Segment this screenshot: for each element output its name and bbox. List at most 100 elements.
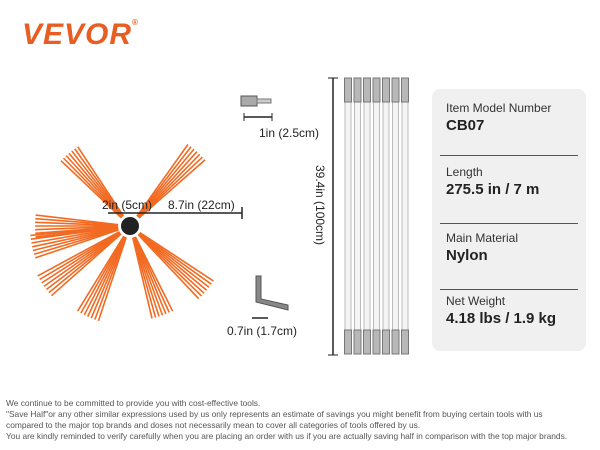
bristle xyxy=(133,237,164,316)
bristle xyxy=(77,146,125,217)
bristle xyxy=(34,229,119,259)
rod-connector xyxy=(363,77,371,103)
rod xyxy=(373,77,380,355)
bristle xyxy=(62,157,123,218)
rod-connector xyxy=(372,329,381,355)
rod xyxy=(363,77,371,355)
rod xyxy=(344,77,352,355)
rod-connector xyxy=(391,77,400,103)
rod-connector xyxy=(353,329,362,355)
spec-value: 4.18 lbs / 1.9 kg xyxy=(446,310,557,327)
bristle xyxy=(138,159,206,219)
rod-connector xyxy=(363,329,371,355)
bristle xyxy=(35,217,119,226)
rod-connector xyxy=(401,329,409,355)
spec-weight: Net Weight 4.18 lbs / 1.9 kg xyxy=(446,294,576,327)
rod-connector xyxy=(401,77,409,103)
bristle xyxy=(39,231,121,281)
rod-connector xyxy=(372,77,381,103)
bristle xyxy=(71,150,124,218)
bristle xyxy=(41,231,121,284)
spec-length: Length 275.5 in / 7 m xyxy=(446,165,576,198)
bristle xyxy=(30,226,119,237)
rod xyxy=(401,77,409,355)
divider xyxy=(440,155,578,156)
bristle-dimension-label: 8.7in (22cm) xyxy=(168,198,235,212)
bristle xyxy=(37,231,120,277)
bristle xyxy=(138,233,208,291)
spec-value: CB07 xyxy=(446,117,485,134)
rod-connector xyxy=(382,329,390,355)
bristle xyxy=(137,151,198,218)
bristle xyxy=(132,237,160,317)
disclaimer-line: You are kindly reminded to verify carefu… xyxy=(6,431,568,441)
bristle xyxy=(97,237,127,322)
bristle xyxy=(87,236,126,317)
bristle xyxy=(80,236,125,314)
bristle xyxy=(132,237,157,318)
adapter-icon xyxy=(240,95,273,121)
rod-length-label: 39.4in (100cm) xyxy=(313,165,327,246)
bristle xyxy=(68,152,123,218)
hub-dimension-label: 2in (5cm) xyxy=(102,198,153,212)
bristle xyxy=(35,225,119,231)
registered-mark: ® xyxy=(132,18,139,27)
bristle xyxy=(35,221,119,227)
bristle xyxy=(60,160,122,219)
bristle xyxy=(139,231,214,282)
bristle xyxy=(30,226,119,241)
logo-text: VEVOR xyxy=(22,18,133,51)
bristle xyxy=(74,148,124,217)
bristle xyxy=(43,232,121,287)
divider xyxy=(440,223,578,224)
rod-connector xyxy=(344,77,352,103)
bristle xyxy=(136,146,192,217)
spec-label: Net Weight xyxy=(446,294,506,308)
bristle xyxy=(35,214,119,226)
disclaimer-line: We continue to be committed to provide y… xyxy=(6,398,261,408)
divider xyxy=(440,289,578,290)
disclaimer-line: "Save Half"or any other similar expressi… xyxy=(6,409,543,419)
bristle xyxy=(133,236,167,315)
brush-hub xyxy=(121,217,139,235)
bristle xyxy=(137,153,201,218)
bristle xyxy=(137,148,195,218)
bristle xyxy=(134,236,174,312)
bristle xyxy=(32,228,119,252)
extension-rods xyxy=(344,77,409,355)
bristle xyxy=(138,233,205,294)
rod xyxy=(392,77,399,355)
rod-connector xyxy=(391,329,400,355)
spec-value: 275.5 in / 7 m xyxy=(446,181,540,198)
bristle xyxy=(90,236,127,319)
bristle xyxy=(31,227,119,244)
spec-label: Length xyxy=(446,165,483,179)
bristle xyxy=(137,234,200,300)
bristle xyxy=(139,232,212,285)
bristle xyxy=(138,232,210,288)
bristle xyxy=(132,237,153,319)
disclaimer: We continue to be committed to provide y… xyxy=(6,398,567,442)
adapter-dimension-label: 1in (2.5cm) xyxy=(259,126,320,140)
brush-head xyxy=(30,144,214,322)
rod-connector xyxy=(353,77,362,103)
hex-wrench-icon xyxy=(252,275,289,319)
bristle xyxy=(65,155,123,218)
bristle xyxy=(32,227,119,248)
rod-connector xyxy=(382,77,390,103)
spec-value: Nylon xyxy=(446,247,488,264)
bristle xyxy=(33,228,119,256)
bristle xyxy=(45,232,121,291)
bristle xyxy=(50,233,122,297)
bristle xyxy=(94,236,127,320)
rod xyxy=(382,77,390,355)
bristle xyxy=(83,236,126,316)
bristle xyxy=(138,233,203,297)
rod-connector xyxy=(344,329,352,355)
spec-label: Main Material xyxy=(446,231,519,245)
